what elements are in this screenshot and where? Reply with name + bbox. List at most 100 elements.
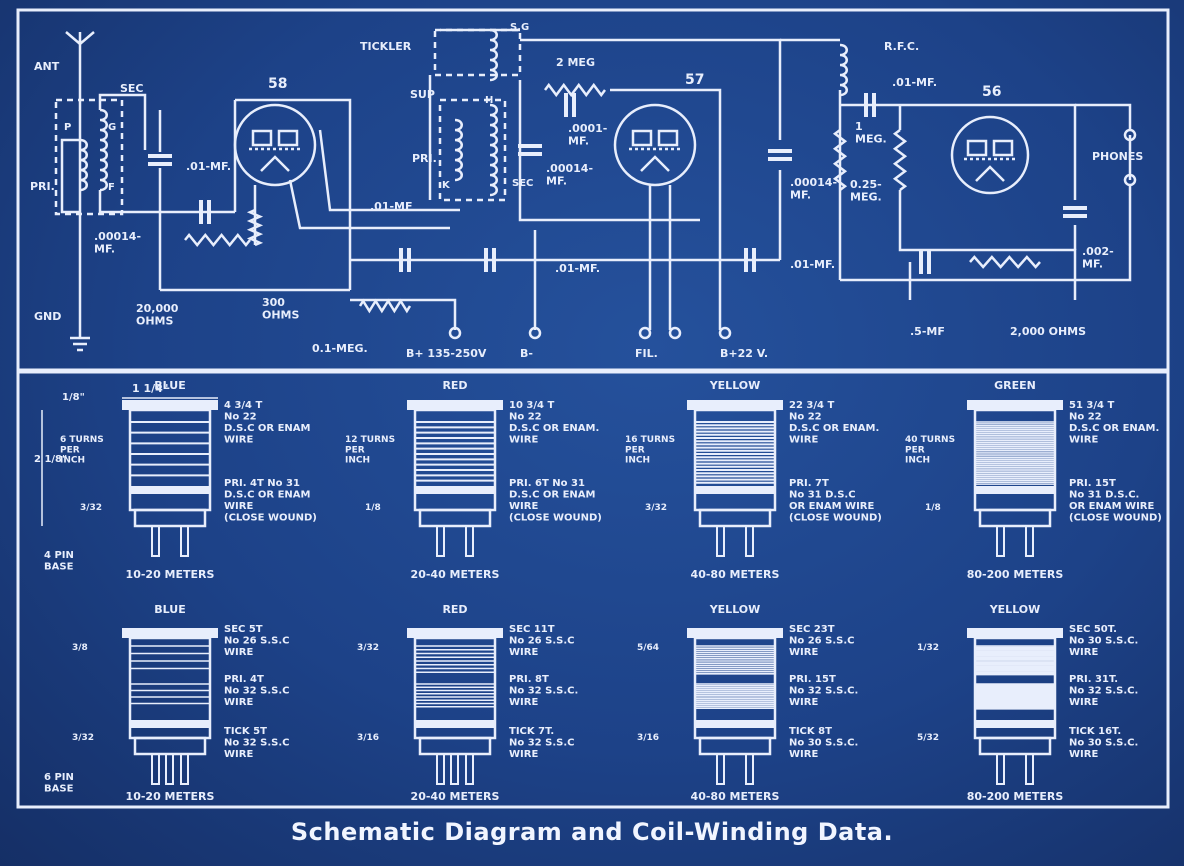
coil-pin bbox=[436, 525, 445, 557]
coil-form-flange bbox=[687, 628, 783, 638]
wire bbox=[350, 298, 457, 330]
coil-pin bbox=[436, 753, 445, 785]
coil-6pin-blue bbox=[122, 628, 218, 785]
resistor-2000 bbox=[969, 255, 1041, 269]
coil-base bbox=[698, 736, 772, 756]
resistor-1meg bbox=[892, 129, 908, 191]
coil-form-flange bbox=[407, 628, 503, 638]
terminal-b-minus bbox=[528, 326, 542, 340]
coil-4pin-green bbox=[967, 400, 1063, 557]
coil-form-flange bbox=[407, 400, 503, 410]
label-ant: ANT bbox=[34, 60, 60, 73]
coil-pin bbox=[465, 753, 474, 785]
coil-4pin-red bbox=[407, 400, 503, 557]
sec-coil-2 bbox=[489, 103, 498, 197]
wire bbox=[98, 93, 147, 150]
coil-band-label: 10-20 METERS bbox=[126, 568, 215, 581]
label-sec2: SEC bbox=[512, 178, 533, 189]
tickler-shield bbox=[433, 28, 522, 77]
coil-pin bbox=[1025, 525, 1034, 557]
coil-band-label: 40-80 METERS bbox=[691, 568, 780, 581]
coil-color-label: RED bbox=[442, 603, 467, 616]
label-sup: SUP bbox=[410, 88, 435, 101]
coil-form-flange bbox=[687, 400, 783, 410]
first-secondary-coil bbox=[99, 108, 108, 192]
label-c-01a: .01-MF. bbox=[186, 160, 231, 173]
coil-pin bbox=[165, 753, 174, 785]
tube-57 bbox=[640, 155, 670, 172]
coil-color-label: BLUE bbox=[154, 603, 185, 616]
label-f: F bbox=[108, 182, 115, 193]
tickler-winding-note: TICK 16T.No 30 S.S.C.WIRE bbox=[1069, 726, 1138, 760]
coil-pin bbox=[996, 753, 1005, 785]
label-c-01e: .01-MF. bbox=[892, 76, 937, 89]
gap-dimension: 3/32 bbox=[80, 503, 102, 513]
plate-wire bbox=[235, 98, 352, 290]
label-c-0001: .0001-MF. bbox=[568, 122, 607, 148]
tube-56 bbox=[966, 139, 988, 157]
dimension-height: 2 1/8" bbox=[34, 454, 67, 465]
coil-band-label: 80-200 METERS bbox=[967, 790, 1064, 803]
label-tube1: 58 bbox=[268, 76, 287, 92]
label-r-2000: 2,000 OHMS bbox=[1010, 325, 1086, 338]
schematic-frame bbox=[16, 8, 1170, 372]
coil-base bbox=[418, 508, 492, 528]
coil-pin bbox=[180, 753, 189, 785]
coil-base bbox=[133, 508, 207, 528]
gap-dimension: 3/16 bbox=[637, 733, 659, 743]
gap-dimension: 1/8 bbox=[365, 503, 381, 513]
tube-57 bbox=[613, 103, 697, 187]
coil-shield bbox=[54, 98, 124, 216]
coil-6pin-yellow bbox=[687, 628, 783, 785]
tickler-coil bbox=[489, 28, 498, 82]
resistor-025meg bbox=[832, 129, 848, 191]
label-bplus-high: B+ 135-250V bbox=[406, 347, 487, 360]
tube-58 bbox=[251, 129, 273, 147]
tube-58 bbox=[277, 129, 299, 147]
wire bbox=[840, 185, 1132, 282]
coil-pin bbox=[151, 525, 160, 557]
antenna-primary-coil bbox=[79, 138, 88, 192]
gap-dimension: 3/32 bbox=[357, 643, 379, 653]
wire bbox=[60, 138, 80, 214]
label-gnd: GND bbox=[34, 310, 61, 323]
resistor-01meg bbox=[358, 298, 412, 314]
schematic-wiring bbox=[54, 28, 1137, 352]
label-c-01c: .01-MF. bbox=[555, 262, 600, 275]
gap-dimension: 3/32 bbox=[72, 733, 94, 743]
wire bbox=[518, 80, 700, 222]
label-pri: PRI. bbox=[30, 180, 55, 193]
coil-pin bbox=[716, 525, 725, 557]
terminal-b-plus-low bbox=[718, 326, 732, 340]
label-fil: FIL. bbox=[635, 347, 658, 360]
coil-color-label: BLUE bbox=[154, 379, 185, 392]
cathode-resistor-300 bbox=[246, 208, 264, 247]
label-r-2meg: 2 MEG bbox=[556, 56, 595, 69]
label-c-00014b: .00014-MF. bbox=[546, 162, 593, 188]
coil-band-label: 20-40 METERS bbox=[411, 568, 500, 581]
figure-caption: Schematic Diagram and Coil-Winding Data. bbox=[290, 818, 894, 846]
label-c-01d: .01-MF. bbox=[790, 258, 835, 271]
wire bbox=[98, 190, 235, 214]
label-bplus-low: B+22 V. bbox=[720, 347, 768, 360]
dimension-top: 1/8" bbox=[62, 392, 85, 403]
gap-dimension: 3/32 bbox=[645, 503, 667, 513]
primary-winding-note: PRI. 31T.No 32 S.S.C.WIRE bbox=[1069, 674, 1138, 708]
coil-pin bbox=[996, 525, 1005, 557]
